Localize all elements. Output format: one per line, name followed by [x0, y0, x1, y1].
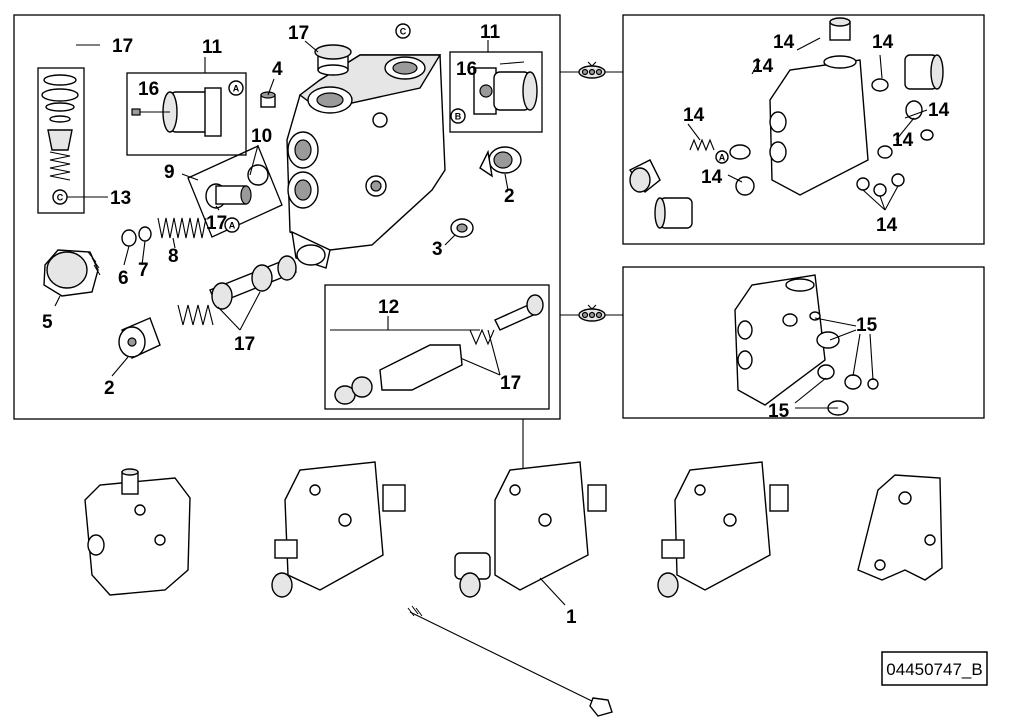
callout-1: 1	[566, 607, 577, 628]
circle-marker-c: C	[395, 23, 411, 39]
callout-4: 4	[272, 59, 283, 80]
seal-kit-14-frame	[622, 14, 985, 245]
callout-16: 16	[456, 59, 477, 80]
main-exploded-frame	[13, 14, 561, 420]
plug-2-lower	[118, 317, 161, 359]
callout-16: 16	[138, 79, 159, 100]
circle-marker-b: B	[450, 108, 466, 124]
callout-15: 15	[856, 315, 878, 336]
relief-valve-13	[41, 74, 79, 181]
plug-4	[260, 91, 276, 108]
control-section-right	[657, 461, 789, 598]
circle-marker-a: A	[715, 150, 729, 164]
leader-lines-kit14	[687, 37, 928, 211]
circle-marker-a: A	[228, 80, 244, 96]
inlet-section	[84, 468, 191, 596]
circle-marker-letter: C	[57, 193, 64, 203]
leader-line-1	[539, 577, 566, 606]
circle-marker-letter: C	[400, 27, 407, 37]
callout-2: 2	[104, 378, 115, 399]
seal-kit-15-frame	[622, 266, 985, 419]
callout-7: 7	[138, 260, 149, 281]
circle-marker-letter: A	[233, 84, 240, 94]
seal-kit-14-parts	[628, 17, 944, 229]
valve-section-body	[286, 54, 446, 269]
detail-9-frame	[187, 145, 283, 238]
seal-kit-15-parts	[734, 274, 879, 416]
callout-14: 14	[872, 32, 894, 53]
document-id: 04450747_B	[886, 660, 982, 679]
callout-14: 14	[701, 167, 723, 188]
callout-5: 5	[42, 312, 53, 333]
callout-3: 3	[432, 239, 443, 260]
valve-12-assembly	[334, 294, 544, 405]
callout-11: 11	[480, 22, 501, 43]
circle-marker-letter: A	[229, 221, 236, 231]
callout-17: 17	[234, 334, 255, 355]
plug-3	[450, 218, 474, 238]
callout-17: 17	[288, 23, 309, 44]
spring-17-lower	[177, 304, 214, 326]
callout-11: 11	[202, 37, 223, 58]
tie-rod	[407, 605, 613, 717]
callout-15: 15	[768, 401, 790, 422]
solenoid-11-right	[473, 61, 538, 115]
callout-14: 14	[876, 215, 898, 236]
callout-14: 14	[928, 100, 950, 121]
seal-kit-symbol-icon	[578, 304, 606, 322]
ring-7	[138, 226, 152, 242]
callout-17: 17	[112, 36, 133, 57]
callout-14: 14	[683, 105, 705, 126]
callout-14: 14	[752, 56, 774, 77]
leader-lines-main	[54, 40, 509, 377]
callout-13: 13	[110, 188, 131, 209]
circle-marker-c: C	[52, 189, 68, 205]
callout-9: 9	[164, 162, 175, 183]
seal-kit-symbol-icon	[578, 61, 606, 79]
end-cover-section	[857, 474, 943, 581]
detail-9-parts	[205, 164, 269, 209]
detail-11-left-frame	[126, 72, 247, 156]
ring-6	[121, 229, 137, 247]
callout-6: 6	[118, 268, 129, 289]
callout-8: 8	[168, 246, 179, 267]
circle-marker-a: A	[224, 217, 240, 233]
document-id-box: 04450747_B	[881, 651, 988, 686]
circle-marker-letter: B	[455, 112, 462, 122]
callout-17: 17	[500, 373, 521, 394]
spool-17	[209, 255, 297, 310]
plug-17-top	[314, 44, 352, 76]
callout-14: 14	[892, 130, 914, 151]
cap-5	[43, 249, 101, 297]
detail-13-frame	[37, 67, 85, 214]
spring-8	[157, 217, 207, 239]
solenoid-11-left	[131, 87, 222, 137]
callout-10: 10	[251, 126, 272, 147]
control-section-center	[454, 461, 607, 598]
callout-12: 12	[378, 297, 399, 318]
callout-2: 2	[504, 186, 515, 207]
callout-17: 17	[206, 213, 227, 234]
plug-2-upper	[479, 146, 522, 178]
circle-marker-letter: A	[719, 153, 726, 163]
leader-lines-kit15	[794, 317, 874, 409]
callout-14: 14	[773, 32, 795, 53]
detail-11-right-frame	[449, 51, 543, 133]
detail-12-frame	[324, 284, 550, 410]
control-section-left	[271, 461, 406, 598]
